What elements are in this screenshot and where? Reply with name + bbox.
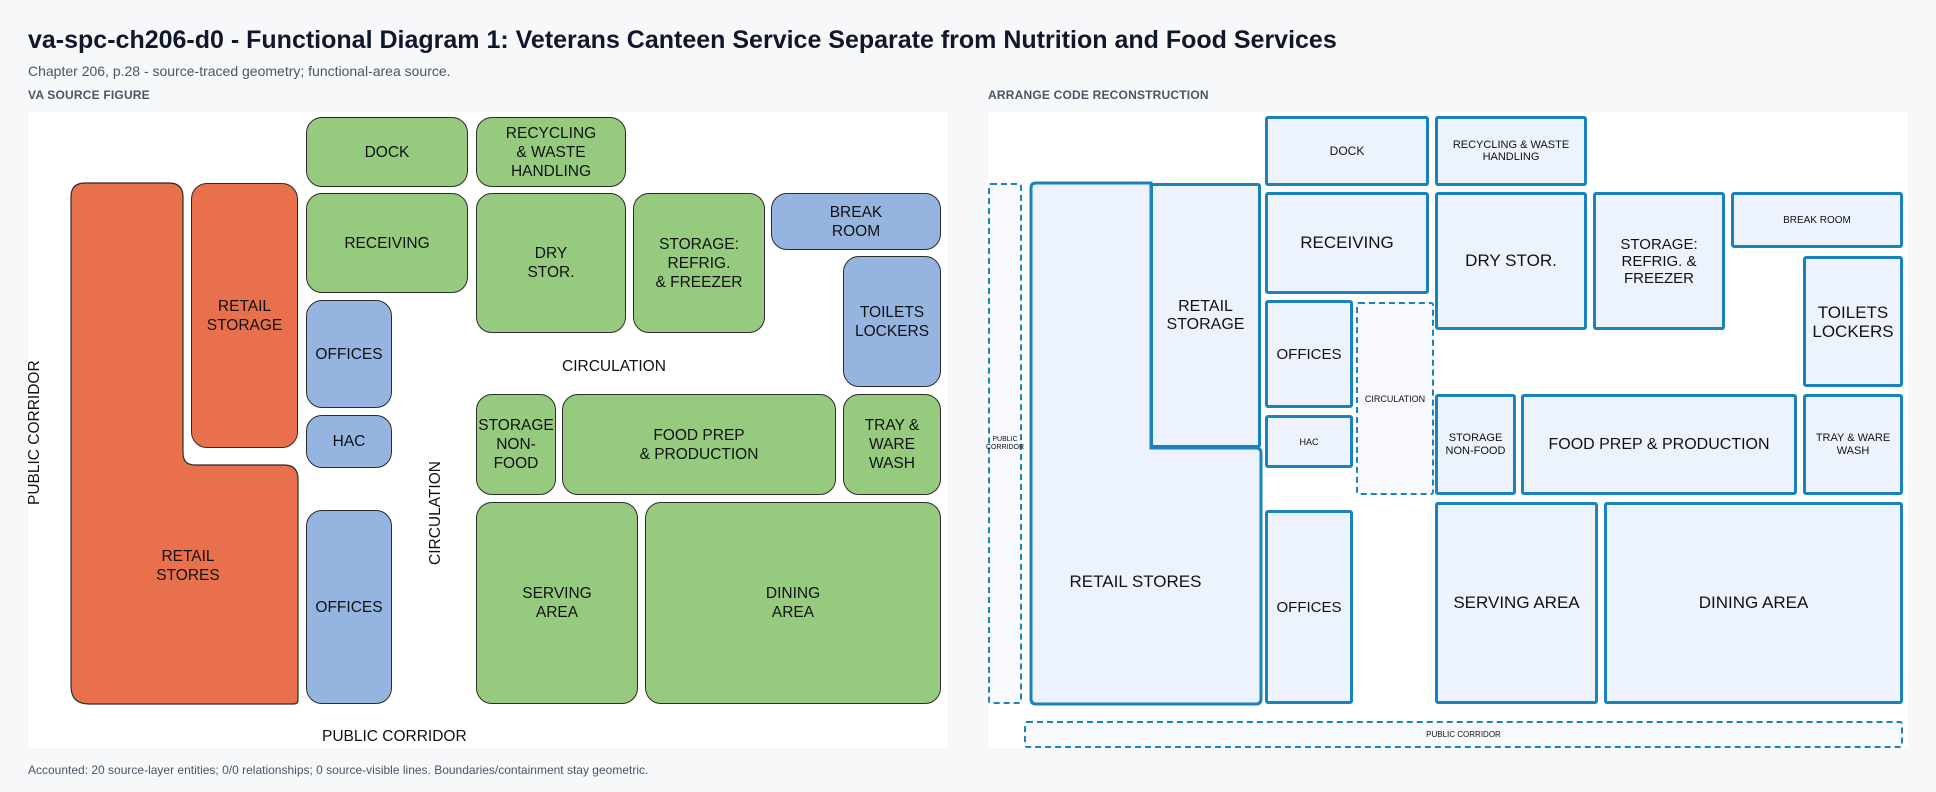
source-receiving: RECEIVING <box>306 193 468 293</box>
source-figure-panel: DOCK RECYCLING & WASTE HANDLING RECEIVIN… <box>26 112 948 748</box>
source-circulation-horizontal: CIRCULATION <box>562 358 666 375</box>
rec-public-corridor-bottom: PUBLIC CORRIDOR <box>1024 721 1903 748</box>
source-dining-area: DINING AREA <box>645 502 941 704</box>
source-retail-storage: RETAIL STORAGE <box>191 183 298 448</box>
page-title: va-spc-ch206-d0 - Functional Diagram 1: … <box>28 26 1337 54</box>
reconstruction-panel: PUBLIC CORRIDOR DOCK RECYCLING & WASTE H… <box>986 112 1908 748</box>
rec-offices-lower: OFFICES <box>1265 510 1353 704</box>
rec-offices-upper: OFFICES <box>1265 300 1353 408</box>
source-offices-lower: OFFICES <box>306 510 392 704</box>
rec-retail-storage: RETAIL STORAGE <box>1150 183 1261 448</box>
page-subtitle: Chapter 206, p.28 - source-traced geomet… <box>28 63 451 79</box>
source-offices-upper: OFFICES <box>306 300 392 408</box>
source-public-corridor-bottom: PUBLIC CORRIDOR <box>322 728 467 745</box>
source-dock: DOCK <box>306 117 468 187</box>
source-circulation-vertical: CIRCULATION <box>427 461 444 565</box>
source-retail-stores-shape <box>70 182 299 705</box>
rec-hac: HAC <box>1265 415 1353 468</box>
rec-dock: DOCK <box>1265 116 1429 186</box>
rec-public-corridor-left: PUBLIC CORRIDOR <box>986 183 1024 704</box>
footer-note: Accounted: 20 source-layer entities; 0/0… <box>28 763 649 777</box>
source-break-room: BREAK ROOM <box>771 193 941 250</box>
source-toilets-lockers: TOILETS LOCKERS <box>843 256 941 387</box>
source-recycling-waste-handling: RECYCLING & WASTE HANDLING <box>476 117 626 187</box>
source-storage-refrig-freezer: STORAGE: REFRIG. & FREEZER <box>633 193 765 333</box>
rec-toilets-lockers: TOILETS LOCKERS <box>1803 256 1903 387</box>
rec-retail-stores-label: RETAIL STORES <box>1069 572 1202 591</box>
source-panel-label: VA SOURCE FIGURE <box>28 88 150 102</box>
source-serving-area: SERVING AREA <box>476 502 638 704</box>
source-food-prep-production: FOOD PREP & PRODUCTION <box>562 394 836 495</box>
rec-storage-non-food: STORAGE NON-FOOD <box>1435 394 1516 495</box>
rec-tray-ware-wash: TRAY & WARE WASH <box>1803 394 1903 495</box>
source-public-corridor-left: PUBLIC CORRIDOR <box>26 360 43 505</box>
rec-retail-stores-shape <box>1029 181 1263 706</box>
source-dry-storage: DRY STOR. <box>476 193 626 333</box>
rec-dining-area: DINING AREA <box>1604 502 1903 704</box>
rec-food-prep-production: FOOD PREP & PRODUCTION <box>1521 394 1797 495</box>
rec-serving-area: SERVING AREA <box>1435 502 1598 704</box>
source-hac: HAC <box>306 415 392 468</box>
rec-circulation: CIRCULATION <box>1356 302 1434 495</box>
source-storage-non-food: STORAGE NON- FOOD <box>476 394 556 495</box>
reconstruction-panel-label: ARRANGE CODE RECONSTRUCTION <box>988 88 1209 102</box>
rec-dry-storage: DRY STOR. <box>1435 192 1587 330</box>
rec-receiving: RECEIVING <box>1265 192 1429 294</box>
rec-storage-refrig-freezer: STORAGE: REFRIG. & FREEZER <box>1593 192 1725 330</box>
rec-break-room: BREAK ROOM <box>1731 192 1903 248</box>
source-tray-ware-wash: TRAY & WARE WASH <box>843 394 941 495</box>
source-retail-stores-label: RETAIL STORES <box>156 548 220 584</box>
rec-recycling-waste-handling: RECYCLING & WASTE HANDLING <box>1435 116 1587 186</box>
